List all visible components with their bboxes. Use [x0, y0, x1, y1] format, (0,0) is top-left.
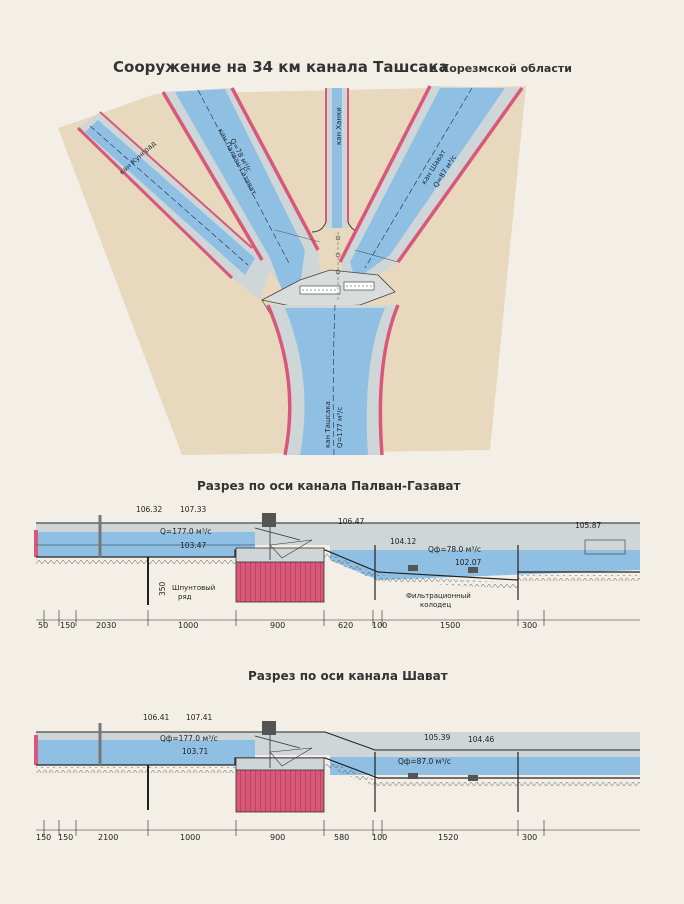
s2-discharge-up: Qф=177.0 м³/с	[160, 734, 218, 743]
canal-khanki	[311, 88, 363, 233]
page-title: Сооружение на 34 км канала Ташсака	[113, 58, 449, 76]
section2-profile	[34, 721, 640, 836]
s2-dim: 580	[334, 833, 349, 842]
plan-view: кан Кунград кан Палван-Газават Q=78 м³/с…	[58, 85, 526, 456]
s1-dim: 620	[338, 621, 353, 630]
s2-dim: 100	[372, 833, 387, 842]
canal-palvan	[161, 87, 322, 300]
s2-dimensions: 150 150 2100 1000 900 580 100 1520 300	[36, 833, 537, 842]
section1-profile	[34, 513, 640, 626]
canal-tashsaka	[266, 304, 400, 456]
s2-discharge-down: Qф=87.0 м³/с	[398, 757, 451, 766]
s1-elev-1: 106.32	[136, 505, 162, 514]
s2-dim: 900	[270, 833, 285, 842]
section2-title: Разрез по оси канала Шават	[248, 669, 448, 683]
s2-elev-5: 104.46	[468, 735, 494, 744]
s1-discharge-up: Q=177.0 м³/с	[160, 527, 211, 536]
s1-filter-well-label-2: колодец	[420, 601, 451, 609]
label-tashsaka-q: Q=177 м³/с	[336, 407, 344, 448]
s2-elev-1: 106.41	[143, 713, 169, 722]
s1-elev-2: 107.33	[180, 505, 206, 514]
s1-elev-5: 104.12	[390, 537, 416, 546]
canal-kungrad	[76, 111, 272, 300]
s1-elev-7: 105.87	[575, 521, 601, 530]
s1-dim: 900	[270, 621, 285, 630]
label-khanki: кан Ханки	[335, 107, 343, 145]
label-tashsaka: кан Ташсака	[324, 401, 332, 448]
s1-sheet-pile-depth: 350	[158, 581, 167, 596]
s1-sheet-pile-label-2: ряд	[178, 593, 192, 601]
s1-sheet-pile-label-1: Шпунтовый	[172, 584, 215, 592]
s2-dim: 300	[522, 833, 537, 842]
s2-dim: 150	[58, 833, 73, 842]
s1-elev-6: 102.07	[455, 558, 481, 567]
s2-dim: 1520	[438, 833, 458, 842]
section1-title: Разрез по оси канала Палван-Газават	[197, 479, 460, 493]
s2-dim: 150	[36, 833, 51, 842]
s2-elev-2: 107.41	[186, 713, 212, 722]
s1-dim: 2030	[96, 621, 116, 630]
s1-dim: 50	[38, 621, 48, 630]
s2-elev-4: 105.39	[424, 733, 450, 742]
s1-dim: 300	[522, 621, 537, 630]
page-title-suffix: в Хорезмской области	[430, 62, 572, 75]
s1-dim: 150	[60, 621, 75, 630]
s2-dim: 2100	[98, 833, 118, 842]
s1-filter-well-label-1: Фильтрационный	[406, 592, 471, 600]
junction-structure	[260, 232, 396, 323]
s1-dim: 100	[372, 621, 387, 630]
canal-shavat	[338, 85, 524, 295]
s1-discharge-down: Qф=78.0 м³/с	[428, 545, 481, 554]
s2-elev-3: 103.71	[182, 747, 208, 756]
s2-dim: 1000	[180, 833, 200, 842]
s1-elev-4: 106.47	[338, 517, 364, 526]
s1-dim: 1000	[178, 621, 198, 630]
s1-dimensions: 50 150 2030 1000 900 620 100 1500 300	[38, 621, 537, 630]
s1-dim: 1500	[440, 621, 460, 630]
s1-elev-3: 103.47	[180, 541, 206, 550]
